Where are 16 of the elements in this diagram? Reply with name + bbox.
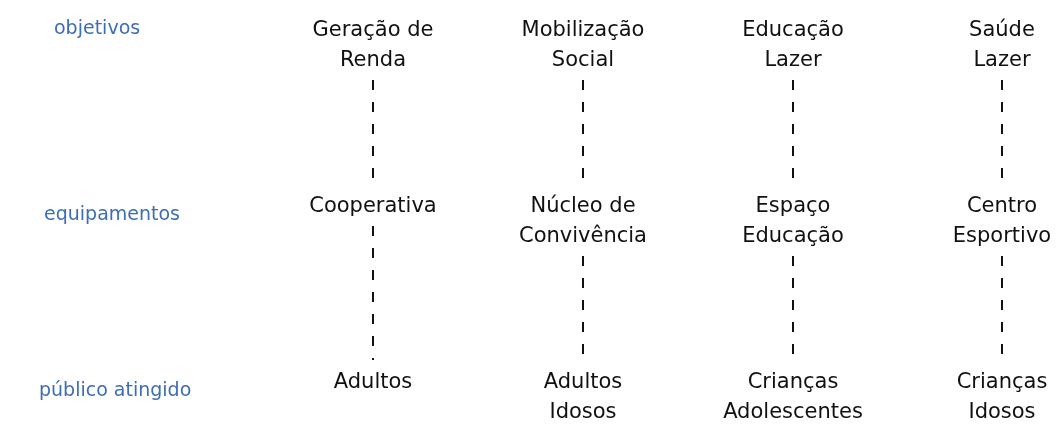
- node-label: Espaço Educação: [741, 192, 845, 249]
- node-label: Crianças Adolescentes: [722, 368, 864, 425]
- node-label: Educação Lazer: [741, 16, 845, 73]
- node-label: Geração de Renda: [311, 16, 435, 73]
- row-label: objetivos: [54, 16, 141, 38]
- node-label: Mobilização Social: [520, 16, 646, 73]
- row-label: equipamentos: [44, 202, 180, 224]
- node-label: Adultos: [332, 368, 414, 395]
- node-label: Adultos Idosos: [542, 368, 624, 425]
- node-label: Núcleo de Convivência: [518, 192, 648, 249]
- node-label: Cooperativa: [308, 192, 438, 219]
- node-label: Crianças Idosos: [955, 368, 1049, 425]
- node-label: Saúde Lazer: [968, 16, 1036, 73]
- node-label: Centro Esportivo: [951, 192, 1053, 249]
- dashed-connector: [372, 225, 374, 361]
- row-label: público atingido: [39, 378, 192, 400]
